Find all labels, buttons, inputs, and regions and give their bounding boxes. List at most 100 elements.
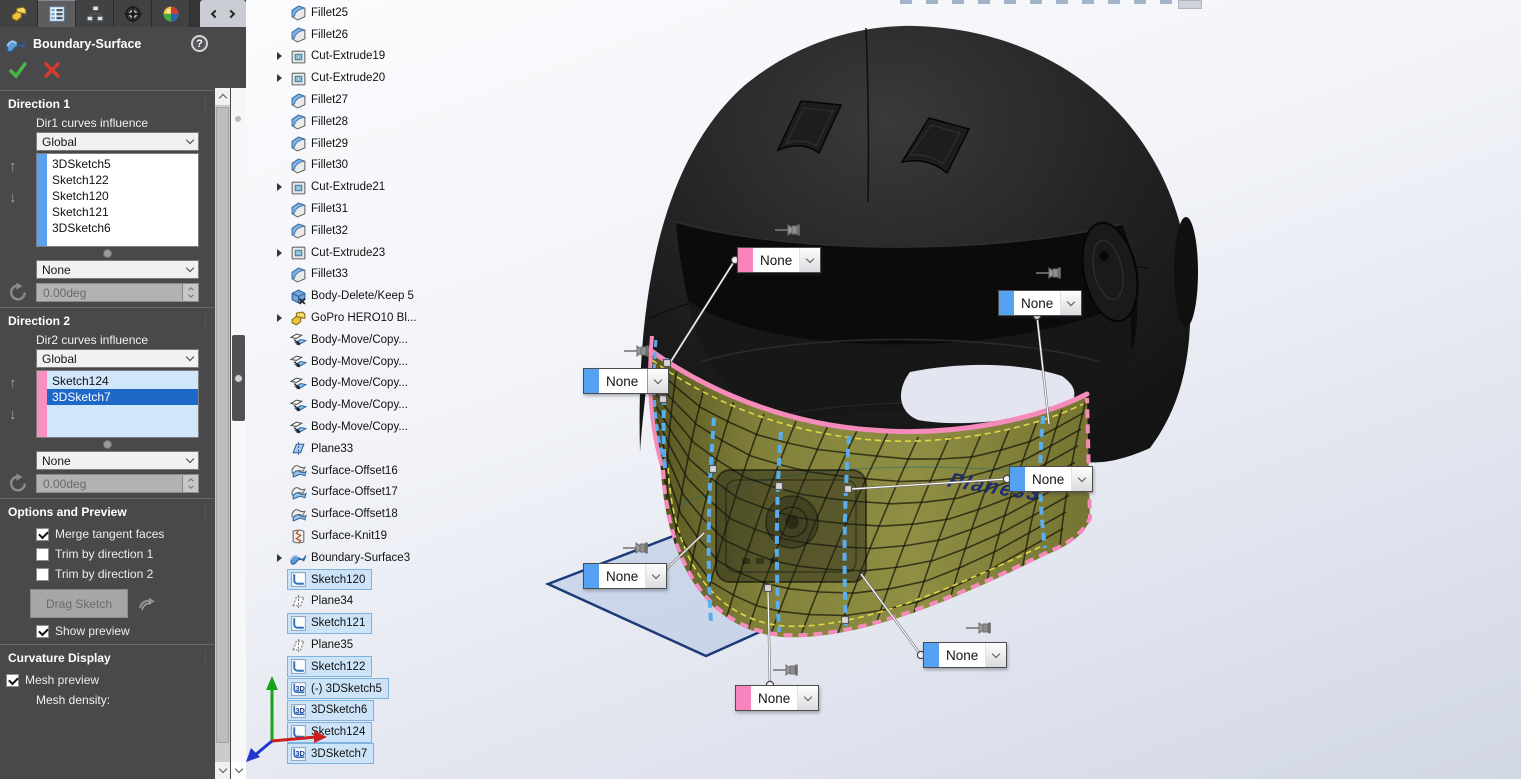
- tangency-callout-dir1-2[interactable]: None: [583, 368, 670, 394]
- tab-dimxpertmanager[interactable]: [114, 0, 152, 27]
- tab-featuremanager[interactable]: [0, 0, 38, 27]
- tree-item-3dsketch5[interactable]: 3D(-) 3DSketch5: [272, 678, 423, 700]
- callout-dropdown-icon[interactable]: [799, 248, 821, 272]
- curve-list-item[interactable]: 3DSketch6: [52, 221, 111, 235]
- tree-item-surface-offset18[interactable]: Surface-Offset18: [272, 503, 423, 525]
- tree-item-gopro-hero10-bl[interactable]: GoPro HERO10 Bl...: [272, 307, 423, 329]
- undo-drag-sketch-icon[interactable]: [136, 594, 158, 614]
- tree-item-content[interactable]: 3D(-) 3DSketch5: [287, 678, 389, 700]
- tangency-callout-dir1-5[interactable]: None: [923, 642, 1008, 668]
- collapse-icon[interactable]: [205, 97, 206, 112]
- dir2-angle-spinner[interactable]: [183, 474, 199, 493]
- trim-by-direction2-row[interactable]: Trim by direction 2: [36, 567, 214, 581]
- pushpin-icon[interactable]: [1036, 267, 1061, 279]
- collapse-icon[interactable]: [205, 651, 206, 666]
- panel-scrollbar[interactable]: [215, 88, 230, 779]
- tangency-callout-dir1-1[interactable]: None: [998, 290, 1083, 316]
- tree-item-content[interactable]: Fillet26: [287, 24, 355, 45]
- curve-list-item[interactable]: Sketch120: [52, 189, 109, 203]
- tree-item-content[interactable]: Plane34: [287, 591, 360, 612]
- tree-item-content[interactable]: Surface-Offset16: [287, 460, 405, 481]
- tree-item-fillet27[interactable]: Fillet27: [272, 89, 423, 111]
- dir2-angle-input[interactable]: 0.00deg: [36, 474, 183, 493]
- section-direction1-header[interactable]: Direction 1: [0, 93, 214, 113]
- panel-splitter[interactable]: [231, 88, 246, 779]
- curve-list-item[interactable]: 3DSketch5: [52, 157, 111, 171]
- tree-item-sketch124[interactable]: Sketch124: [272, 721, 423, 743]
- help-icon[interactable]: ?: [191, 35, 208, 52]
- tree-item-cut-extrude23[interactable]: Cut-Extrude23: [272, 242, 423, 264]
- tree-item-plane33[interactable]: Plane33: [272, 438, 423, 460]
- scrollbar-thumb[interactable]: [216, 107, 229, 743]
- trim-by-direction1-checkbox[interactable]: [36, 547, 49, 561]
- tree-item-content[interactable]: Boundary-Surface3: [287, 547, 417, 568]
- tree-item-surface-offset17[interactable]: Surface-Offset17: [272, 482, 423, 504]
- tree-item-content[interactable]: Plane35: [287, 635, 360, 656]
- tree-item-fillet25[interactable]: Fillet25: [272, 2, 423, 24]
- tree-item-content[interactable]: Sketch120: [287, 569, 373, 591]
- tree-item-content[interactable]: Sketch121: [287, 612, 373, 634]
- section-options-header[interactable]: Options and Preview: [0, 501, 214, 521]
- expand-arrow-icon[interactable]: [272, 52, 287, 61]
- tangency-callout-dir1-3[interactable]: None: [1009, 466, 1094, 492]
- curve-list-item[interactable]: Sketch122: [52, 173, 109, 187]
- tree-item-fillet31[interactable]: Fillet31: [272, 198, 423, 220]
- tree-item-sketch122[interactable]: Sketch122: [272, 656, 423, 678]
- tab-configurationmanager[interactable]: [76, 0, 114, 27]
- tree-item-content[interactable]: Body-Move/Copy...: [287, 417, 415, 438]
- tree-item-content[interactable]: Plane33: [287, 438, 360, 459]
- tree-item-body-move-copy[interactable]: Body-Move/Copy...: [272, 394, 423, 416]
- tree-item-content[interactable]: Fillet25: [287, 2, 355, 23]
- section-curvature-header[interactable]: Curvature Display: [0, 647, 214, 667]
- tree-item-surface-offset16[interactable]: Surface-Offset16: [272, 460, 423, 482]
- collapse-icon[interactable]: [205, 505, 206, 520]
- tree-item-surface-knit19[interactable]: Surface-Knit19: [272, 525, 423, 547]
- tree-item-content[interactable]: Fillet28: [287, 111, 355, 132]
- curve-handle[interactable]: [774, 481, 784, 491]
- tree-item-content[interactable]: Sketch122: [287, 656, 373, 678]
- tree-item-content[interactable]: Fillet29: [287, 133, 355, 154]
- curve-handle[interactable]: [843, 484, 853, 494]
- callout-dropdown-icon[interactable]: [645, 564, 667, 588]
- tree-item-content[interactable]: Fillet27: [287, 90, 355, 111]
- move-down-icon[interactable]: ↓: [9, 406, 17, 423]
- curve-list-item[interactable]: 3DSketch7: [47, 389, 198, 405]
- tree-item-content[interactable]: Body-Move/Copy...: [287, 395, 415, 416]
- dir1-angle-spinner[interactable]: [183, 283, 199, 302]
- tree-item-content[interactable]: Cut-Extrude19: [287, 46, 392, 67]
- section-direction2-header[interactable]: Direction 2: [0, 310, 214, 330]
- tree-item-content[interactable]: Surface-Offset17: [287, 482, 405, 503]
- pushpin-icon[interactable]: [623, 542, 648, 554]
- trim-by-direction1-row[interactable]: Trim by direction 1: [36, 547, 214, 561]
- tree-item-body-move-copy[interactable]: Body-Move/Copy...: [272, 416, 423, 438]
- move-up-icon[interactable]: ↑: [9, 375, 17, 392]
- expand-arrow-icon[interactable]: [272, 183, 287, 192]
- tab-scroll-right-icon[interactable]: [226, 9, 236, 18]
- dir2-tangency-select[interactable]: None: [36, 451, 199, 470]
- expand-arrow-icon[interactable]: [272, 248, 287, 257]
- tree-item-content[interactable]: Fillet31: [287, 199, 355, 220]
- collapse-icon[interactable]: [205, 314, 206, 329]
- plane33-preview[interactable]: [544, 435, 1084, 658]
- tree-item-fillet28[interactable]: Fillet28: [272, 111, 423, 133]
- mesh-preview-row[interactable]: Mesh preview: [6, 673, 214, 687]
- tree-item-fillet26[interactable]: Fillet26: [272, 24, 423, 46]
- splitter-handle[interactable]: [232, 335, 245, 421]
- splitter-scroll-down-icon[interactable]: [231, 762, 246, 779]
- tree-item-content[interactable]: Body-Delete/Keep 5: [287, 286, 421, 307]
- expand-arrow-icon[interactable]: [272, 314, 287, 323]
- pushpin-icon[interactable]: [624, 345, 649, 357]
- tree-item-content[interactable]: GoPro HERO10 Bl...: [287, 308, 423, 329]
- ok-button[interactable]: [8, 60, 28, 80]
- merge-tangent-faces-checkbox[interactable]: [36, 527, 49, 541]
- tree-item-content[interactable]: Fillet30: [287, 155, 355, 176]
- curve-list-item[interactable]: Sketch124: [52, 374, 109, 388]
- drag-sketch-button[interactable]: Drag Sketch: [30, 589, 128, 618]
- dir1-angle-input[interactable]: 0.00deg: [36, 283, 183, 302]
- dir1-influence-select[interactable]: Global: [36, 132, 199, 151]
- tree-item-body-delete-keep-5[interactable]: Body-Delete/Keep 5: [272, 285, 423, 307]
